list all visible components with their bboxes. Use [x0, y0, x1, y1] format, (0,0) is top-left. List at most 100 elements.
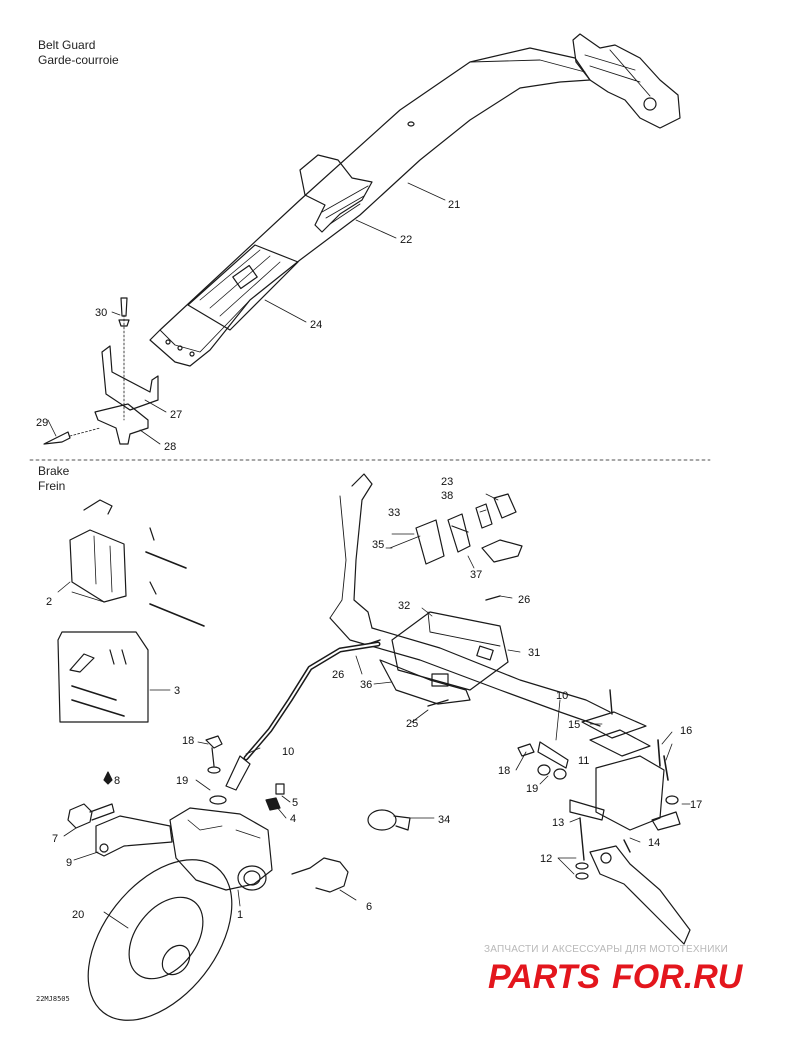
kit-parts — [69, 649, 127, 673]
handlebar-upright — [351, 473, 373, 629]
piston-13 — [569, 799, 605, 821]
callout-4: 4 — [290, 813, 296, 825]
brake-caliper — [169, 807, 273, 891]
washer-12b — [575, 872, 589, 880]
washer-19b — [209, 795, 227, 805]
screw-26 — [485, 595, 501, 601]
clamp-34 — [367, 809, 397, 831]
grease-drop-8 — [103, 771, 113, 785]
guard-tab-hole — [189, 351, 195, 357]
handlebar-upright-back — [329, 495, 347, 619]
leader-30 — [111, 311, 121, 316]
watermark-caption: ЗАПЧАСТИ И АКСЕССУАРЫ ДЛЯ МОТОТЕХНИКИ — [484, 944, 729, 955]
pin-long-a — [145, 551, 187, 569]
screw-16b — [663, 755, 669, 781]
belt-guard-body — [149, 47, 591, 367]
kit-pin-b — [71, 699, 125, 717]
callout-21: 21 — [448, 199, 460, 211]
label-plate-icon — [232, 264, 258, 290]
callout-10a: 10 — [282, 746, 294, 758]
caliper-piston — [237, 865, 267, 891]
callout-22: 22 — [400, 234, 412, 246]
clip-pins — [149, 527, 157, 595]
rivet-30 — [118, 297, 130, 327]
bolt-18 — [205, 735, 223, 767]
callout-28: 28 — [164, 441, 176, 453]
brake-lever — [589, 845, 691, 945]
brake-hose-inner — [245, 643, 379, 759]
callout-13: 13 — [552, 817, 564, 829]
nut-17 — [665, 795, 679, 805]
brake-title-en: Brake — [38, 464, 70, 478]
brake-cover-36 — [379, 659, 471, 705]
callout-25: 25 — [406, 718, 418, 730]
pad-stripes — [321, 185, 369, 225]
bracket-detail — [584, 49, 651, 97]
banjo-10 — [537, 741, 569, 769]
callout-37: 37 — [470, 569, 482, 581]
kit-pin-a — [71, 685, 117, 701]
master-cylinder — [595, 755, 665, 831]
callout-7: 7 — [52, 833, 58, 845]
callout-3: 3 — [174, 685, 180, 697]
leader-29 — [47, 419, 57, 437]
guard-edge — [159, 299, 251, 353]
bolt-18b — [517, 743, 535, 757]
watermark: ЗАПЧАСТИ И АКСЕССУАРЫ ДЛЯ МОТОТЕХНИКИ PA… — [484, 944, 784, 994]
callout-17: 17 — [690, 799, 702, 811]
callout-2: 2 — [46, 596, 52, 608]
guard-label-plate — [187, 244, 299, 331]
callout-labels: 21 22 24 30 27 28 29 2 3 38 33 35 37 26 3… — [36, 199, 702, 921]
banjo-bolt-7 — [67, 803, 93, 829]
callout-38: 38 — [441, 490, 453, 502]
partsfor-logo: PARTS FOR.RU — [488, 958, 744, 994]
callout-27: 27 — [170, 409, 182, 421]
callout-26a: 26 — [518, 594, 530, 606]
rivet-29 — [43, 431, 71, 445]
brake-leaders-top — [355, 493, 521, 723]
caliper-piston-inner — [243, 870, 261, 886]
callout-19b: 19 — [526, 783, 538, 795]
screw-25 — [427, 699, 449, 707]
belt-guard-title: Belt Guard Garde-courroie — [38, 38, 119, 68]
pin-12 — [579, 817, 585, 861]
bracket-hole-9 — [99, 843, 109, 853]
callout-24: 24 — [310, 319, 322, 331]
brake-hose — [243, 641, 381, 761]
callout-29: 29 — [36, 417, 48, 429]
belt-guard-title-en: Belt Guard — [38, 38, 96, 52]
disc-hub-center — [161, 944, 191, 976]
callout-18b: 18 — [498, 765, 510, 777]
washer-19 — [207, 766, 221, 774]
callout-1: 1 — [237, 909, 243, 921]
brake-assembly — [57, 473, 691, 1021]
belt-guard-assembly — [43, 33, 681, 445]
brake-leaders-bottom — [63, 689, 435, 929]
callout-18a: 18 — [182, 735, 194, 747]
bracket-hole — [643, 97, 657, 111]
connector-37 — [481, 539, 523, 563]
kit-box-3 — [57, 631, 149, 723]
bracket-2-detail — [93, 535, 113, 593]
brake-housing — [391, 611, 509, 691]
leader-21 — [407, 182, 446, 201]
housing-window — [476, 645, 494, 661]
reservoir-cover-15 — [581, 711, 647, 739]
callout-30: 30 — [95, 307, 107, 319]
callout-8: 8 — [114, 775, 120, 787]
callout-35: 35 — [372, 539, 384, 551]
rivet-line — [69, 427, 101, 437]
callout-31: 31 — [528, 647, 540, 659]
callout-5: 5 — [292, 797, 298, 809]
callout-33: 33 — [388, 507, 400, 519]
washer-12 — [575, 862, 589, 870]
handlebar-bar-top — [371, 627, 611, 713]
callout-12: 12 — [540, 853, 552, 865]
leader-24 — [264, 299, 307, 323]
callout-16: 16 — [680, 725, 692, 737]
mount-bracket-27 — [101, 345, 159, 411]
leader-28 — [139, 429, 161, 445]
washer-19c — [537, 764, 551, 776]
brake-title: Brake Frein — [38, 464, 69, 494]
clamp-tab — [393, 815, 411, 831]
